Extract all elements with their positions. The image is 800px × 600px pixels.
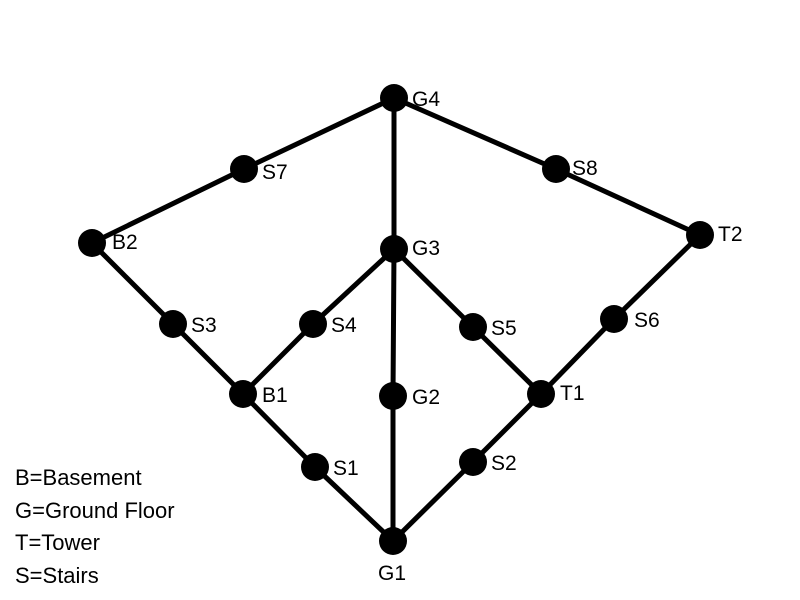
node-s4 <box>299 310 327 338</box>
nodes-layer <box>78 84 714 555</box>
legend-item-ground-floor: G=Ground Floor <box>15 497 175 523</box>
node-label-s5: S5 <box>491 317 517 340</box>
node-g2 <box>379 382 407 410</box>
edge-s7-b2 <box>89 166 247 246</box>
node-s6 <box>600 305 628 333</box>
node-label-s6: S6 <box>634 309 660 332</box>
node-label-t2: T2 <box>718 223 743 246</box>
edge-t2-s6 <box>611 232 703 322</box>
node-g3 <box>380 235 408 263</box>
node-label-s3: S3 <box>191 314 217 337</box>
edge-g3-s5 <box>391 246 476 330</box>
edge-s6-t1 <box>538 316 617 397</box>
node-label-b2: B2 <box>112 231 138 254</box>
edge-g3-g2 <box>390 246 397 399</box>
edge-g3-s4 <box>310 246 397 327</box>
edge-b2-s3 <box>89 240 176 327</box>
node-label-s1: S1 <box>333 457 359 480</box>
node-label-b1: B1 <box>262 384 288 407</box>
node-label-g3: G3 <box>412 237 440 260</box>
edge-s1-g1 <box>312 464 396 544</box>
legend-item-basement: B=Basement <box>15 465 142 490</box>
edge-s5-t1 <box>470 324 544 397</box>
node-label-g2: G2 <box>412 386 440 409</box>
legend-item-stairs: S=Stairs <box>15 562 99 588</box>
node-label-s4: S4 <box>331 314 357 337</box>
node-label-g1: G1 <box>378 562 406 585</box>
node-b1 <box>229 380 257 408</box>
edge-s2-g1 <box>390 459 476 544</box>
node-label-g4: G4 <box>412 88 440 111</box>
node-label-t1: T1 <box>560 382 585 405</box>
node-g1 <box>379 527 407 555</box>
node-s7 <box>230 155 258 183</box>
node-label-s7: S7 <box>262 161 288 184</box>
node-g4 <box>380 84 408 112</box>
node-s1 <box>301 453 329 481</box>
node-b2 <box>78 229 106 257</box>
node-t2 <box>686 221 714 249</box>
edge-s8-t2 <box>553 166 703 238</box>
edge-s3-b1 <box>170 321 246 397</box>
edge-g4-s7 <box>241 95 397 172</box>
edge-t1-s2 <box>470 391 544 465</box>
legend: B=Basement G=Ground Floor T=Tower S=Stai… <box>15 462 175 592</box>
legend-item-tower: T=Tower <box>15 530 100 555</box>
edge-g4-s8 <box>391 95 559 172</box>
node-label-s2: S2 <box>491 452 517 475</box>
edge-b1-s1 <box>240 391 318 470</box>
node-label-s8: S8 <box>572 157 598 180</box>
node-s8 <box>542 155 570 183</box>
node-s5 <box>459 313 487 341</box>
node-s2 <box>459 448 487 476</box>
edges-layer <box>89 95 703 544</box>
node-t1 <box>527 380 555 408</box>
edge-s4-b1 <box>240 321 316 397</box>
node-s3 <box>159 310 187 338</box>
